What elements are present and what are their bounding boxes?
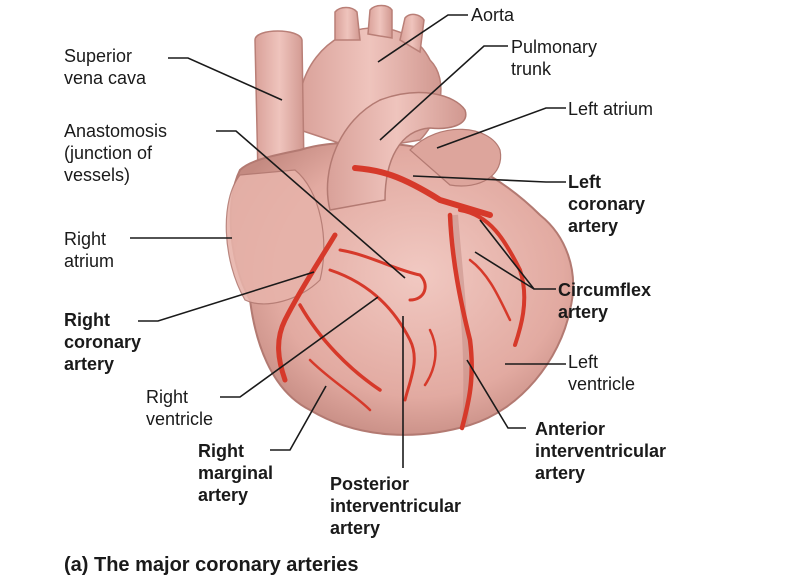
aorta-branch-shape <box>367 4 393 39</box>
label-left-atrium: Left atrium <box>568 99 654 119</box>
leader-anastomosis <box>216 130 406 279</box>
leader-right-ventricle <box>220 296 379 398</box>
right-atrium-shape <box>225 169 325 305</box>
leader-left-coronary-artery <box>412 175 566 183</box>
superior-vena-cava-shape <box>254 30 305 176</box>
leader-right-coronary-artery <box>138 271 315 322</box>
label-posterior-interventricular-artery: Posterior interventricular artery <box>330 474 462 538</box>
leader-right-marginal-artery <box>270 385 327 451</box>
label-left-coronary-artery: Left coronary artery <box>568 172 646 236</box>
coronary-arteries <box>276 165 527 431</box>
leader-left-atrium <box>436 107 566 149</box>
label-superior-vena-cava: Superior vena cava <box>64 46 147 88</box>
label-left-ventricle: Left ventricle <box>568 352 636 394</box>
small-vessel <box>423 328 437 387</box>
posterior-interventricular-artery-vessel <box>328 268 416 402</box>
pulmonary-trunk-shape <box>326 91 467 211</box>
leader-circumflex-artery-2 <box>474 251 535 290</box>
figure-caption: (a) The major coronary arteries <box>64 554 359 576</box>
left-coronary-artery-vessel <box>352 165 493 218</box>
left-atrium-shape <box>409 128 502 187</box>
label-right-atrium: Right atrium <box>64 229 115 271</box>
label-anterior-interventricular-artery: Anterior interventricular artery <box>535 419 667 483</box>
leader-lines <box>130 14 566 468</box>
label-right-coronary-artery: Right coronary artery <box>64 310 142 374</box>
right-marginal-artery-vessel <box>298 303 382 392</box>
label-anastomosis: Anastomosis (junction of vessels) <box>64 121 168 185</box>
aorta-branch-shape <box>334 6 361 41</box>
right-coronary-artery-vessel <box>276 232 338 383</box>
label-right-marginal-artery: Right marginal artery <box>198 441 274 505</box>
label-circumflex-artery: Circumflex artery <box>558 280 652 322</box>
leader-aorta <box>377 14 468 63</box>
leader-superior-vena-cava <box>168 57 283 101</box>
anterior-interventricular-artery-vessel <box>447 212 474 431</box>
leader-anterior-interventricular-artery <box>466 359 526 429</box>
small-vessel <box>308 358 372 412</box>
label-pulmonary-trunk: Pulmonary trunk <box>511 37 598 79</box>
label-right-ventricle: Right ventricle <box>146 387 214 429</box>
small-vessel <box>468 258 512 322</box>
label-aorta: Aorta <box>471 5 515 25</box>
anastomosis-vessels <box>338 248 427 302</box>
leader-pulmonary-trunk <box>379 45 508 141</box>
